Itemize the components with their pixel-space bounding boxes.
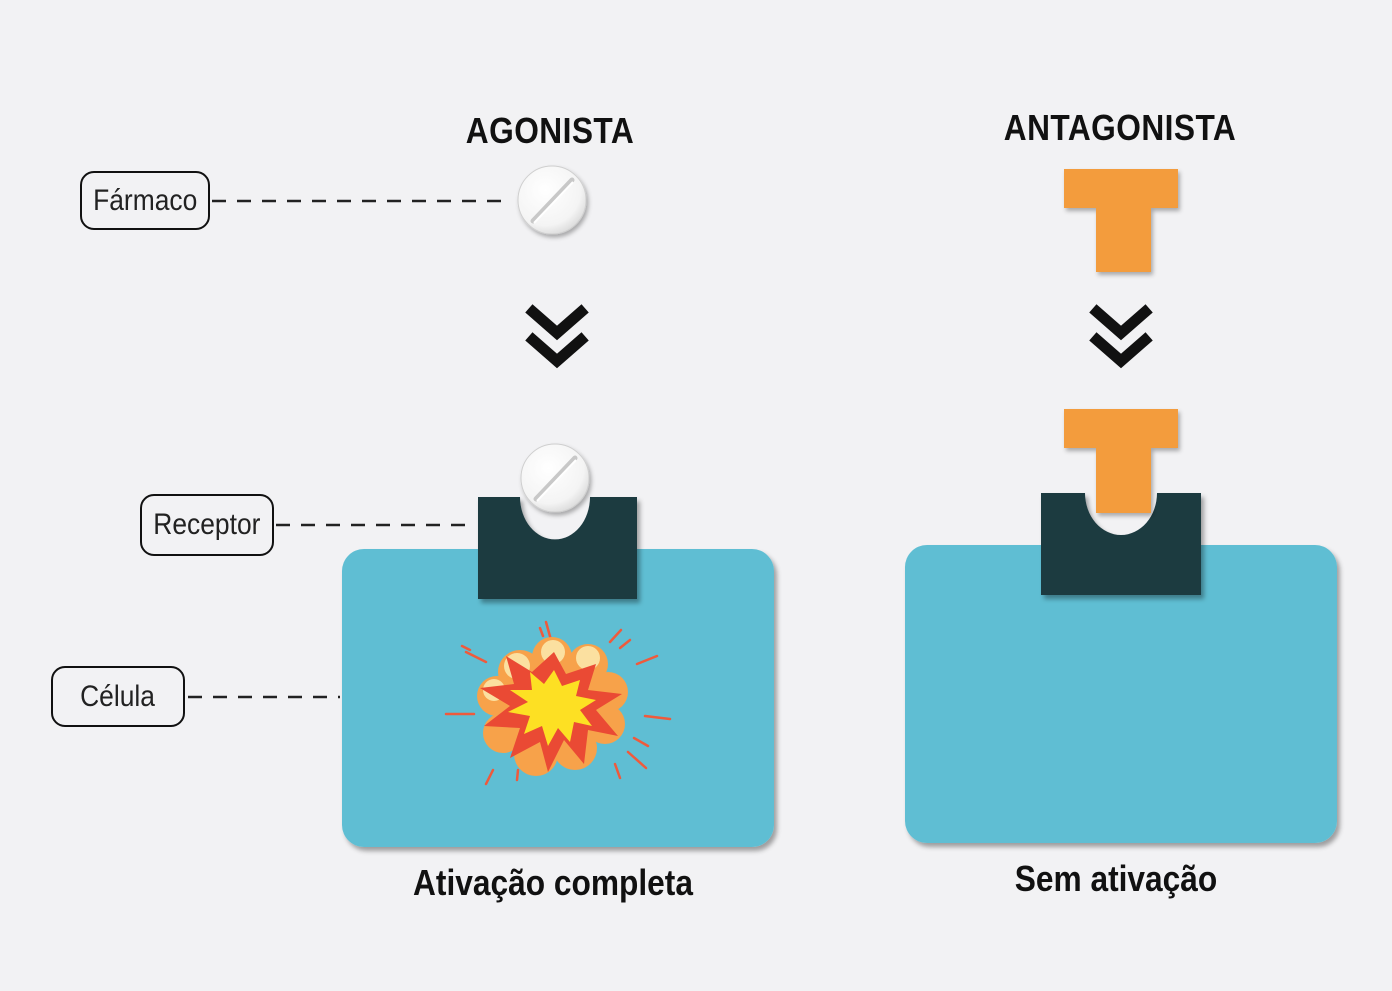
double-chevron-down-icon — [525, 304, 589, 369]
pill-icon — [517, 165, 587, 235]
explosion-icon — [444, 620, 672, 786]
antagonist-caption: Sem ativação — [1014, 858, 1218, 899]
antagonist-heading: ANTAGONISTA — [1003, 107, 1237, 148]
agonist-heading: AGONISTA — [465, 110, 635, 151]
cell-label: Célula — [51, 666, 185, 727]
drug-label-text: Fármaco — [92, 183, 198, 217]
bound-pill-icon — [520, 443, 590, 513]
antagonist-receptor — [1041, 493, 1201, 595]
receptor-label: Receptor — [140, 494, 274, 556]
double-chevron-down-icon — [1089, 304, 1153, 369]
drug-label: Fármaco — [80, 171, 210, 230]
cell-label-text: Célula — [80, 679, 156, 713]
agonist-caption: Ativação completa — [413, 862, 693, 903]
antagonist-block-icon — [1064, 169, 1178, 272]
antagonist-cell — [905, 545, 1337, 843]
bound-antagonist-block-icon — [1064, 409, 1178, 513]
agonist-receptor — [478, 497, 637, 599]
receptor-label-text: Receptor — [153, 508, 261, 541]
